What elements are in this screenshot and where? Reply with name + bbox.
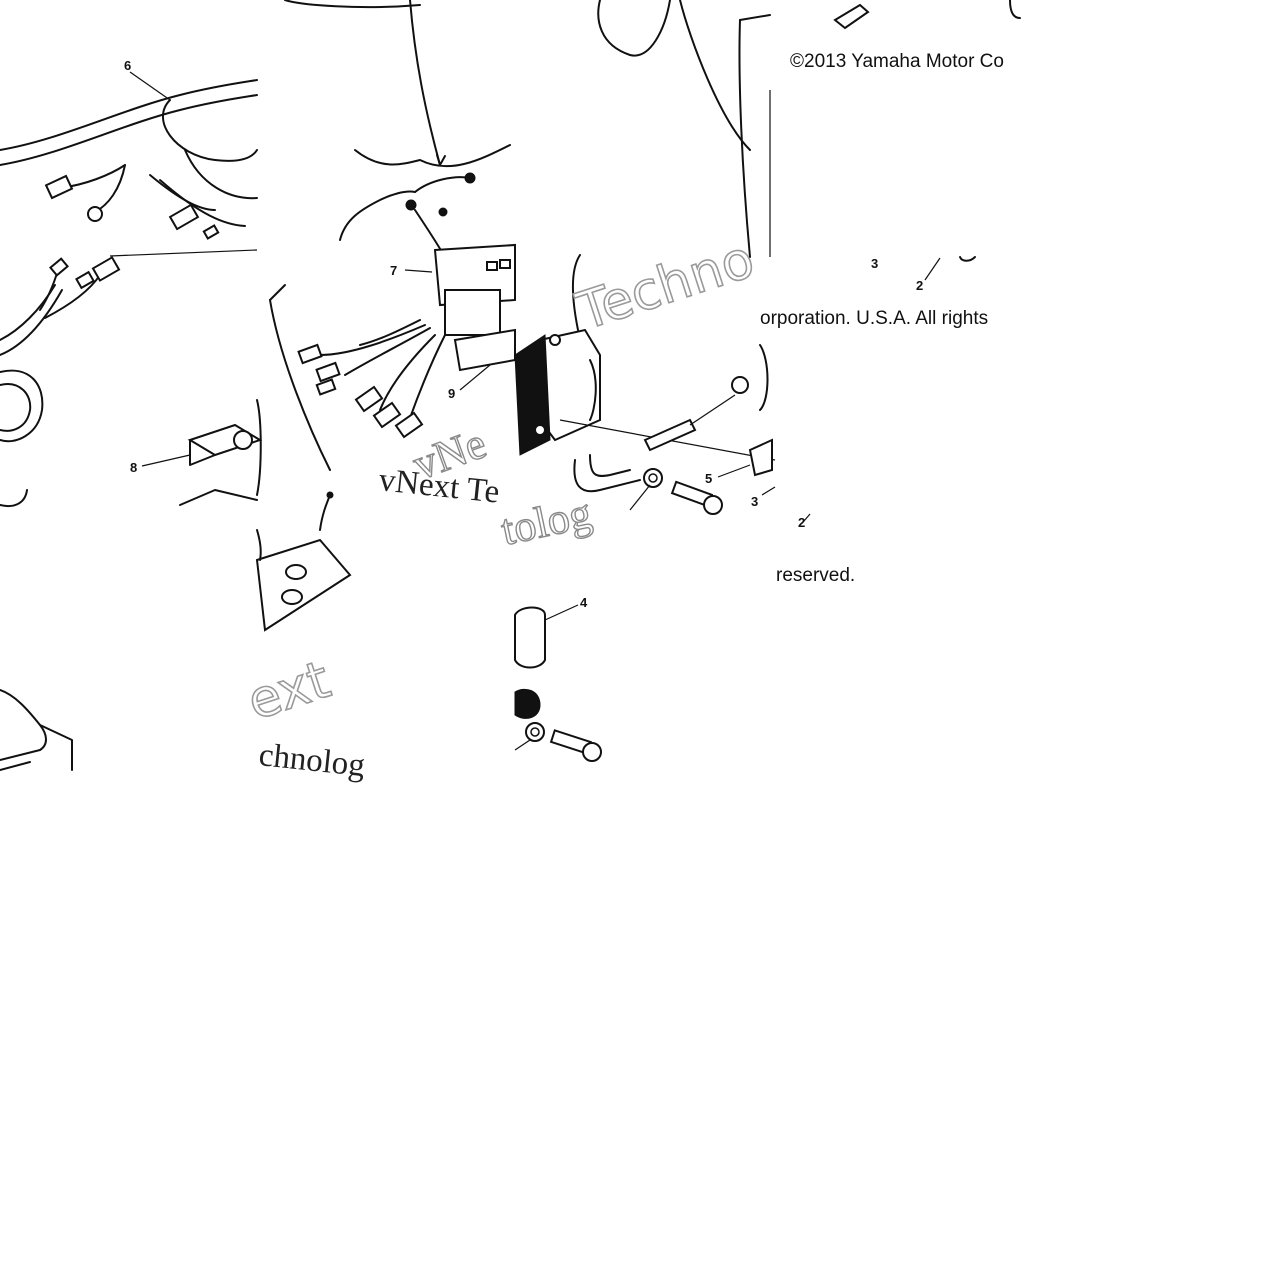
callout-7: 7 <box>390 263 397 278</box>
callout-4: 4 <box>580 595 588 610</box>
wire-harness-illustration: 6 <box>0 58 258 257</box>
callout-2-top: 2 <box>916 278 923 293</box>
callout-2-mid: 2 <box>798 515 805 530</box>
screw-bolt-lower <box>549 729 602 762</box>
small-bracket-illustration <box>833 0 1021 30</box>
cable-loop-illustration <box>0 256 121 508</box>
callout-9: 9 <box>448 386 455 401</box>
mounting-plate-illustration <box>255 491 352 632</box>
copyright-text-line3: reserved. <box>776 565 855 586</box>
housing-outline-illustration <box>597 0 771 258</box>
watermark-tolog: tolog <box>497 488 596 555</box>
cdi-unit-illustration: 9 7 <box>269 243 516 471</box>
callout-3-mid: 3 <box>751 494 758 509</box>
callout-3-top: 3 <box>871 256 878 271</box>
copyright-text-line1: ©2013 Yamaha Motor Co <box>790 51 1004 72</box>
lower-bracket-illustration <box>0 689 73 771</box>
ignition-coil-illustration: 5 3 <box>514 254 776 515</box>
callout-5: 5 <box>705 471 712 486</box>
watermark-ext: ext <box>240 650 337 732</box>
copyright-text-line2: orporation. U.S.A. All rights <box>760 308 988 329</box>
watermark-chnolog: chnolog <box>257 737 367 784</box>
watermark-vnext-te: vNext Te <box>377 462 501 510</box>
cap-and-bolt-illustration: 4 <box>514 595 602 762</box>
callout-6: 6 <box>124 58 131 73</box>
wire-routing-illustration <box>284 0 511 258</box>
callout-8: 8 <box>130 460 137 475</box>
watermark-techno: Techno <box>570 229 762 342</box>
bracket-clip-illustration: 8 <box>130 399 263 506</box>
screw-bolt-mid <box>670 480 723 515</box>
